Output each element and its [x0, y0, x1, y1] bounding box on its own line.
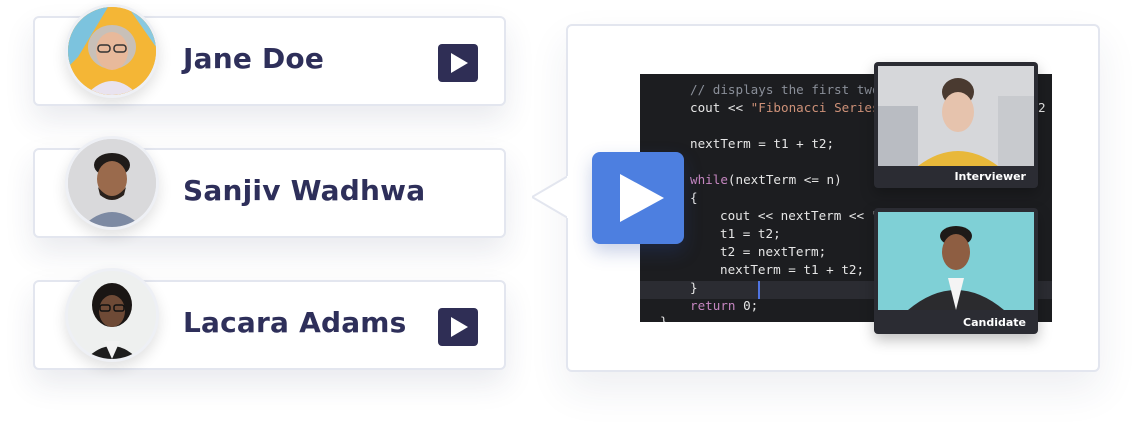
code-line: while(nextTerm <= n) [690, 172, 842, 187]
code-token: return [690, 298, 736, 313]
avatar [65, 4, 159, 98]
candidate-feed [878, 212, 1034, 310]
code-line: cout << "Fibonacci Series [690, 100, 880, 115]
code-token: 0; [735, 298, 759, 313]
text-cursor [758, 281, 760, 299]
interviewer-video[interactable]: Interviewer [874, 62, 1038, 188]
code-line: cout << nextTerm << " [720, 208, 880, 223]
play-icon [451, 317, 468, 337]
video-label: Candidate [963, 316, 1026, 329]
big-play-button[interactable] [592, 152, 684, 244]
code-line: } [690, 280, 698, 295]
avatar [65, 136, 159, 230]
play-icon [451, 53, 468, 73]
code-line: nextTerm = t1 + t2; [720, 262, 865, 277]
code-token: cout << [690, 100, 751, 115]
code-token: (nextTerm <= n) [727, 172, 842, 187]
candidate-name: Lacara Adams [183, 306, 407, 339]
panel-pointer [532, 176, 572, 218]
code-token: while [690, 172, 728, 187]
code-line: } [660, 314, 668, 322]
candidate-card-sanjiv-wadhwa[interactable]: Sanjiv Wadhwa [33, 136, 506, 238]
code-line: return 0; [690, 298, 758, 313]
code-line: t1 = t2; [720, 226, 781, 241]
code-line: { [690, 190, 698, 205]
candidate-video[interactable]: Candidate [874, 208, 1038, 334]
code-line: // displays the first two [690, 82, 880, 97]
candidate-card-jane-doe[interactable]: Jane Doe [33, 4, 506, 106]
code-line: 2 [1038, 100, 1046, 115]
code-token: "Fibonacci Series [750, 100, 880, 115]
code-line: nextTerm = t1 + t2; [690, 136, 835, 151]
avatar [65, 268, 159, 362]
candidate-card-lacara-adams[interactable]: Lacara Adams [33, 268, 506, 370]
interviewer-feed [878, 66, 1034, 166]
video-label: Interviewer [954, 170, 1026, 183]
candidate-name: Jane Doe [183, 42, 325, 75]
play-button[interactable] [438, 44, 478, 82]
play-icon [620, 174, 664, 222]
candidate-name: Sanjiv Wadhwa [183, 174, 426, 207]
play-button[interactable] [438, 308, 478, 346]
code-editor: // displays the first two cout << "Fibon… [640, 74, 1052, 322]
code-line: t2 = nextTerm; [720, 244, 827, 259]
